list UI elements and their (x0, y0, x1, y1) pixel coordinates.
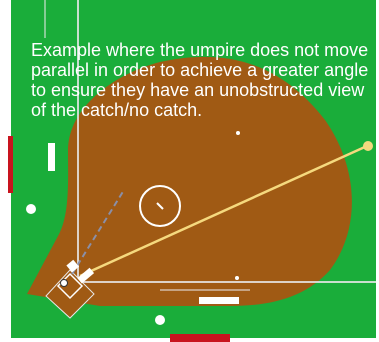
batter-marker (77, 267, 95, 284)
dugout-marker-bottom (170, 334, 230, 342)
ball-landing-dot-icon (363, 141, 373, 151)
base-path-marker (199, 297, 239, 304)
pitcher-mound-circle-icon (139, 185, 181, 227)
on-deck-circle-left (26, 204, 36, 214)
first-base-marker (235, 276, 239, 280)
coach-box-left (48, 143, 55, 171)
diagram-caption: Example where the umpire does not move p… (31, 40, 369, 120)
infield-dirt (27, 56, 352, 306)
dugout-marker-left (8, 136, 13, 193)
umpire-sightline-dashed (71, 189, 125, 275)
umpire-square-icon (66, 259, 80, 273)
catcher-box-icon (56, 272, 84, 300)
ball-path-line (79, 144, 368, 278)
pitcher-rubber (156, 202, 164, 210)
second-base-marker (236, 131, 240, 135)
catcher-marker (60, 279, 68, 287)
on-deck-circle-bottom (155, 315, 165, 325)
